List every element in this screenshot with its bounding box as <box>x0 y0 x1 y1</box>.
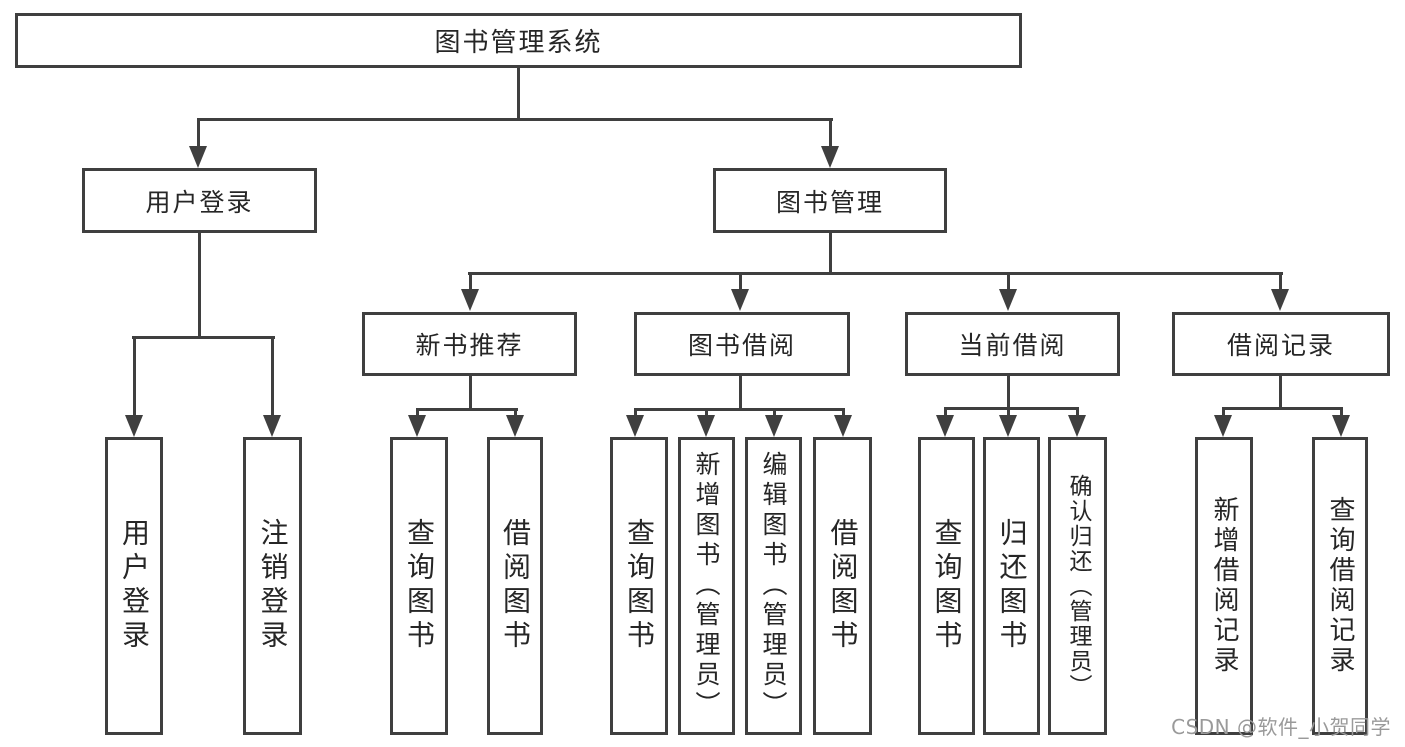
node-add-borrow-record: 新增借阅记录 <box>1195 437 1253 735</box>
arrow-to-borrowing-records <box>1271 275 1289 311</box>
arrow-to-user-login-leaf <box>125 339 143 437</box>
arrow-to-logout-leaf <box>263 339 281 437</box>
node-borrow-book-1: 借阅图书 <box>487 437 543 735</box>
connector-borrow-records-stem <box>1279 376 1282 407</box>
node-label: 查询借阅记录 <box>1325 496 1355 676</box>
node-label: 用户登录 <box>145 187 254 217</box>
node-label: 查询图书 <box>403 518 436 654</box>
arrow-to-return-book <box>999 410 1017 437</box>
node-label: 借阅记录 <box>1226 331 1335 360</box>
connector-root-stem <box>517 68 520 118</box>
arrow-to-query-books-3 <box>936 410 954 437</box>
node-label: 图书管理 <box>775 187 884 217</box>
node-confirm-return-admin: 确认归还（管理员） <box>1048 437 1107 735</box>
arrow-to-user-login <box>189 121 207 168</box>
arrow-to-confirm-return-admin <box>1068 410 1086 437</box>
node-user-login-leaf: 用户登录 <box>105 437 163 735</box>
node-query-books-1: 查询图书 <box>390 437 448 735</box>
node-book-management: 图书管理 <box>713 168 947 233</box>
node-query-books-2: 查询图书 <box>610 437 668 735</box>
node-library-system: 图书管理系统 <box>15 13 1022 68</box>
node-book-borrowing: 图书借阅 <box>634 312 850 376</box>
node-query-borrow-record: 查询借阅记录 <box>1312 437 1368 735</box>
node-label: 借阅图书 <box>499 518 532 654</box>
node-user-login: 用户登录 <box>82 168 317 233</box>
connector-new-book-stem <box>469 376 472 408</box>
arrow-to-borrow-book-2 <box>834 411 852 437</box>
node-label: 新书推荐 <box>415 331 524 360</box>
arrow-to-book-management <box>821 121 839 168</box>
node-add-book-admin: 新增图书（管理员） <box>678 437 735 735</box>
node-label: 图书管理系统 <box>434 28 603 58</box>
arrow-to-add-book-admin <box>697 411 715 437</box>
arrow-to-query-books-1 <box>408 411 426 437</box>
node-borrowing-records: 借阅记录 <box>1172 312 1390 376</box>
node-label: 当前借阅 <box>958 331 1067 360</box>
connector-book-mgmt-stem <box>829 233 832 272</box>
arrow-to-add-borrow-record <box>1214 410 1232 437</box>
node-return-book: 归还图书 <box>983 437 1040 735</box>
connector-new-book-branch <box>416 408 518 411</box>
connector-book-borrow-branch <box>634 408 845 411</box>
node-label: 归还图书 <box>995 518 1029 654</box>
node-label: 确认归还（管理员） <box>1065 473 1091 699</box>
arrow-to-edit-book-admin <box>765 411 783 437</box>
arrow-to-borrow-book-1 <box>506 411 524 437</box>
arrow-to-current-borrowing <box>999 275 1017 311</box>
connector-root-branch <box>197 118 833 121</box>
node-label: 新增图书（管理员） <box>692 451 721 721</box>
node-label: 编辑图书（管理员） <box>759 451 788 721</box>
watermark: CSDN @软件_小贺同学 <box>1171 715 1391 739</box>
node-label: 查询图书 <box>623 518 656 654</box>
node-label: 注销登录 <box>256 518 290 654</box>
connector-current-borrow-branch <box>944 407 1079 410</box>
arrow-to-query-borrow-record <box>1332 410 1350 437</box>
node-current-borrowing: 当前借阅 <box>905 312 1120 376</box>
arrow-to-new-book-recommend <box>461 275 479 311</box>
connector-user-login-branch <box>132 336 275 339</box>
arrow-to-book-borrowing <box>731 275 749 311</box>
node-new-book-recommend: 新书推荐 <box>362 312 577 376</box>
node-label: 借阅图书 <box>826 518 860 654</box>
node-label: 新增借阅记录 <box>1209 496 1239 676</box>
node-label: 用户登录 <box>118 518 151 654</box>
connector-borrow-records-branch <box>1222 407 1343 410</box>
connector-book-borrow-stem <box>739 376 742 408</box>
connector-current-borrow-stem <box>1007 376 1010 407</box>
node-query-books-3: 查询图书 <box>918 437 975 735</box>
node-borrow-book-2: 借阅图书 <box>813 437 872 735</box>
node-label: 查询图书 <box>930 518 964 654</box>
connector-user-login-stem <box>198 233 201 336</box>
arrow-to-query-books-2 <box>626 411 644 437</box>
node-logout-leaf: 注销登录 <box>243 437 302 735</box>
node-edit-book-admin: 编辑图书（管理员） <box>745 437 802 735</box>
connector-book-mgmt-branch <box>468 272 1283 275</box>
node-label: 图书借阅 <box>687 331 796 360</box>
